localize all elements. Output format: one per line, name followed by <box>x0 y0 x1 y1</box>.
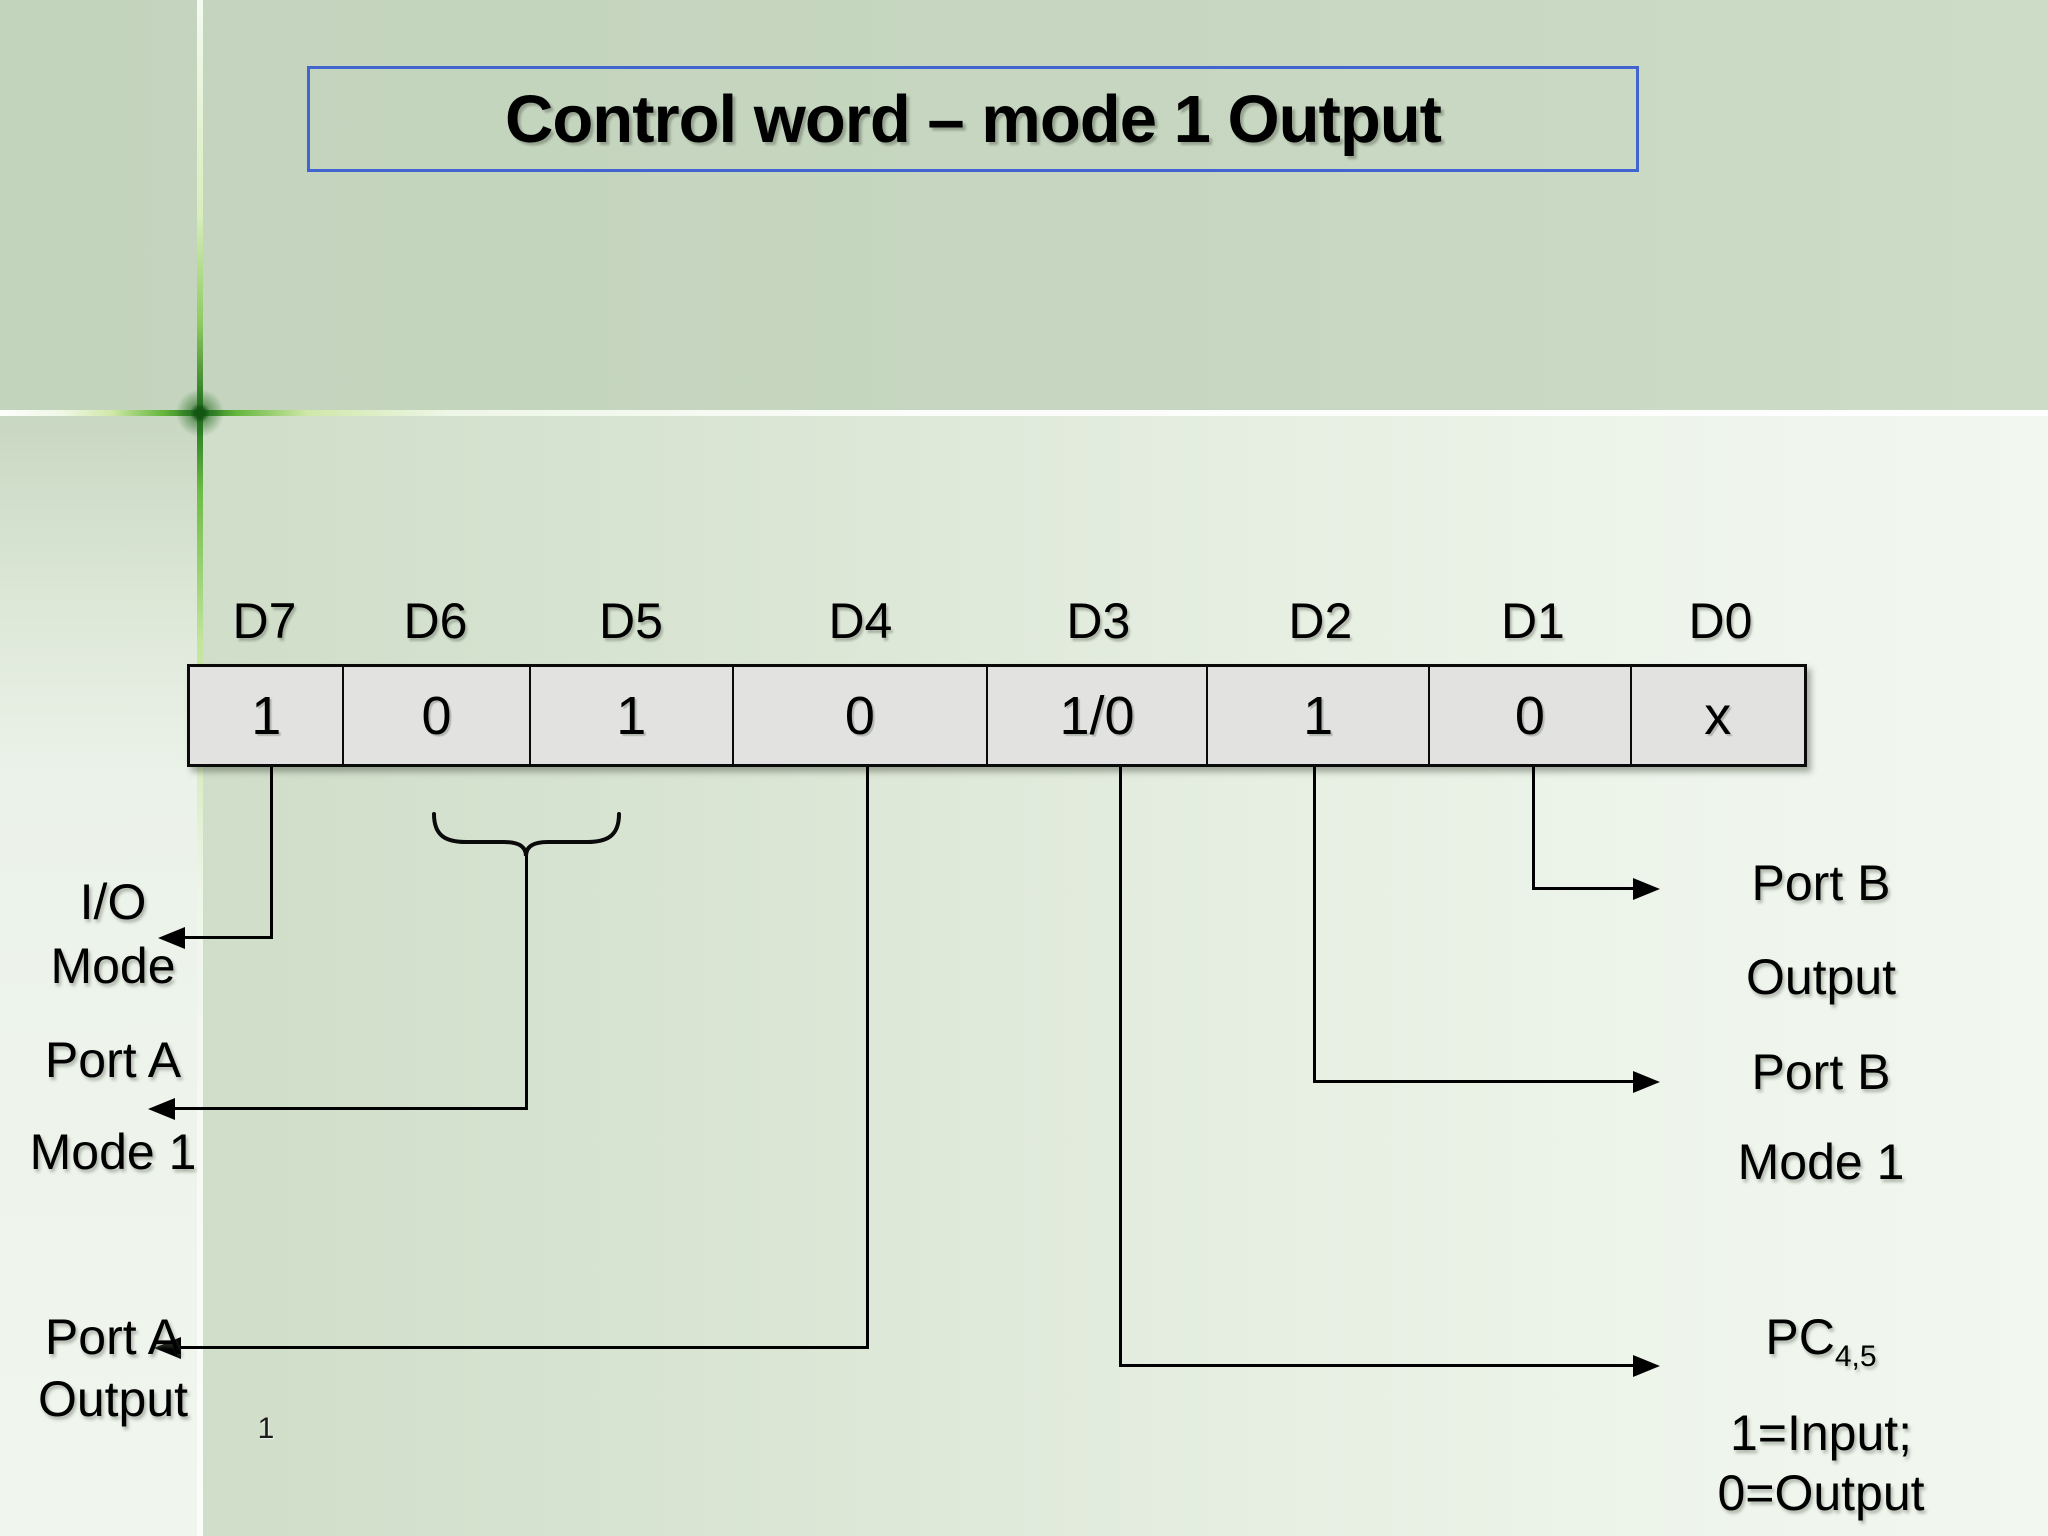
arrowhead-port-a-output <box>154 1337 181 1359</box>
background-top-band <box>0 0 2048 413</box>
label-pc45-note-line2: 0=Output <box>1717 1465 1925 1521</box>
label-port-a-mode-line2: Mode 1 <box>29 1124 197 1180</box>
bit-label-row: D7 D6 D5 D4 D3 D2 D1 D0 <box>187 588 1807 656</box>
underbrace-d6-d5 <box>432 812 621 857</box>
connector-d4-horizontal <box>179 1346 869 1349</box>
label-port-b-mode-line1: Port B <box>1751 1044 1891 1100</box>
bit-cell-d1: 0 <box>1430 667 1632 764</box>
connector-d1-horizontal <box>1532 887 1634 890</box>
bit-label-d3: D3 <box>1066 593 1131 649</box>
bit-cell-d3: 1/0 <box>988 667 1209 764</box>
bit-cell-d6: 0 <box>344 667 531 764</box>
title-box: Control word – mode 1 Output <box>307 66 1639 172</box>
connector-d4-vertical <box>866 767 869 1349</box>
label-port-b-output-line2: Output <box>1745 949 1897 1005</box>
bit-cell-d7: 1 <box>190 667 345 764</box>
slide-number: 1 <box>257 1412 275 1445</box>
connector-d3-vertical <box>1119 767 1122 1367</box>
bit-label-d1: D1 <box>1500 593 1565 649</box>
bit-cell-d4: 0 <box>734 667 988 764</box>
bit-label-d7: D7 <box>232 593 297 649</box>
bit-cell-d2: 1 <box>1208 667 1431 764</box>
arrowhead-port-a-mode <box>148 1098 175 1120</box>
arrowhead-port-b-output <box>1633 878 1660 900</box>
connector-d7-vertical <box>270 767 273 939</box>
label-port-a-mode: Port A Mode 1 <box>0 1014 226 1198</box>
decor-cross-glow <box>176 389 224 437</box>
label-pc45-note-line1: 1=Input; <box>1729 1405 1913 1461</box>
connector-d1-vertical <box>1532 767 1535 890</box>
label-io-mode: I/O Mode <box>0 870 226 998</box>
connector-d3-horizontal <box>1119 1364 1634 1367</box>
bit-cell-d0: x <box>1704 685 1732 746</box>
arrowhead-io-mode <box>158 927 185 949</box>
label-pc45: PC4,5 <box>1666 1302 1976 1372</box>
label-port-b-output: Port B Output <box>1666 836 1976 1024</box>
label-io-mode-line1: I/O <box>79 874 147 930</box>
bit-label-d5: D5 <box>598 593 663 649</box>
bit-label-d2: D2 <box>1288 593 1353 649</box>
bit-cell-d5: 1 <box>531 667 734 764</box>
bit-value-row: 1 0 1 0 1/0 1 0 x <box>187 664 1807 767</box>
label-pc45-subscript: 4,5 <box>1834 1340 1877 1373</box>
label-pc45-base: PC <box>1765 1309 1835 1365</box>
decor-horizontal-flare-line <box>0 410 2048 416</box>
connector-d7-horizontal <box>183 936 273 939</box>
label-port-a-output: Port A Output <box>0 1306 226 1430</box>
label-port-b-mode: Port B Mode 1 <box>1666 1027 1976 1207</box>
label-port-a-mode-line1: Port A <box>44 1032 182 1088</box>
bit-label-d6: D6 <box>403 593 468 649</box>
connector-brace-vertical <box>525 856 528 1110</box>
arrowhead-port-b-mode <box>1633 1071 1660 1093</box>
label-port-a-output-line1: Port A <box>44 1309 182 1365</box>
page-title: Control word – mode 1 Output <box>504 81 1442 157</box>
connector-d2-vertical <box>1313 767 1316 1083</box>
label-port-a-output-line2: Output <box>37 1371 189 1427</box>
connector-d2-horizontal <box>1313 1080 1634 1083</box>
label-pc45-note: 1=Input; 0=Output <box>1666 1403 1976 1523</box>
label-io-mode-line2: Mode <box>50 938 176 994</box>
label-port-b-output-line1: Port B <box>1751 855 1891 911</box>
decor-vertical-flare-line <box>197 0 203 1536</box>
label-port-b-mode-line2: Mode 1 <box>1737 1134 1905 1190</box>
connector-brace-horizontal <box>173 1107 528 1110</box>
bit-label-d4: D4 <box>828 593 893 649</box>
bit-label-d0: D0 <box>1688 593 1753 649</box>
arrowhead-pc45 <box>1633 1355 1660 1377</box>
